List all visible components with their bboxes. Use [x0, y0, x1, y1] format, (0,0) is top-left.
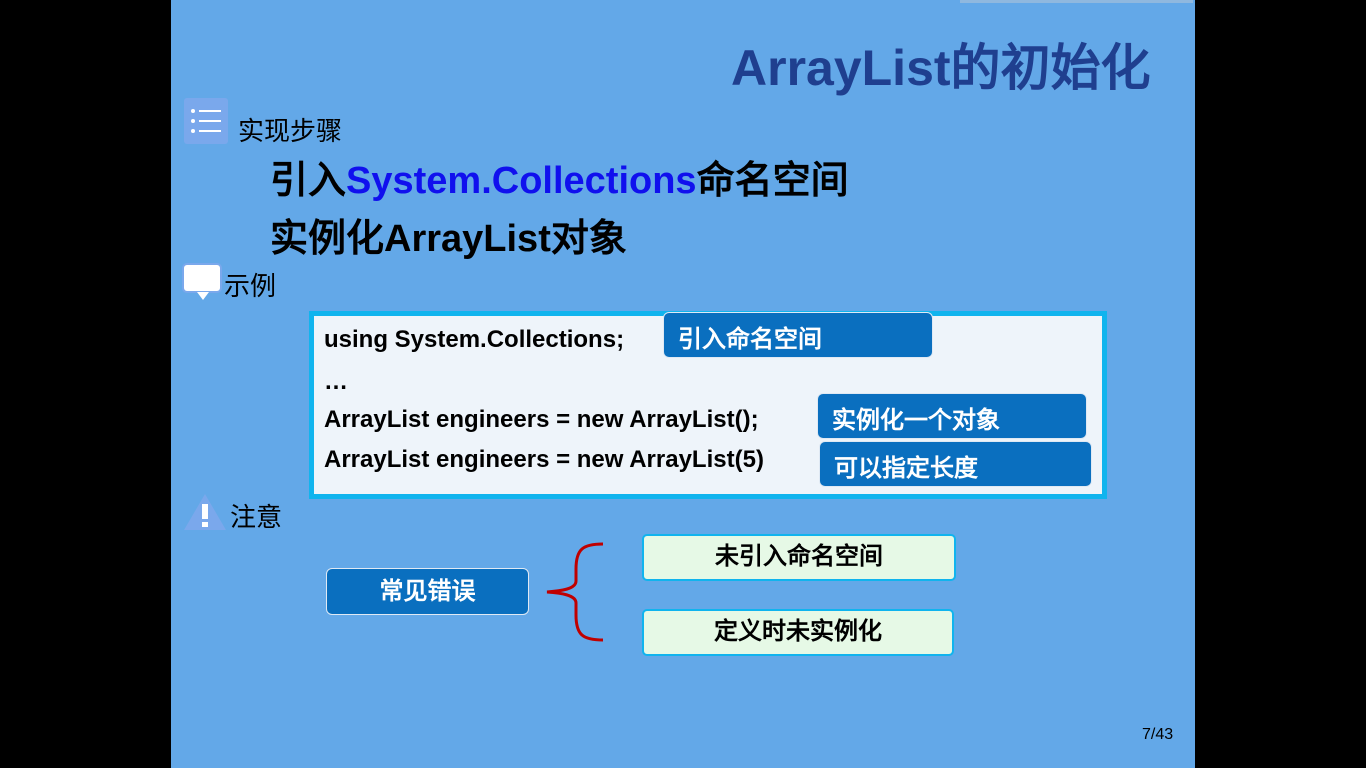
step-1: 引入System.Collections命名空间: [270, 149, 849, 204]
note-heading: 注意: [230, 502, 283, 532]
window-edge-strip: [960, 0, 1193, 3]
callout-specify-length: 可以指定长度: [819, 441, 1092, 487]
mistake-item-2: 定义时未实例化: [642, 609, 954, 656]
warning-icon: [182, 492, 228, 532]
code-line-4: ArrayList engineers = new ArrayList(5): [324, 446, 764, 473]
code-line-1: using System.Collections;: [324, 326, 625, 353]
common-mistakes-label: 常见错误: [326, 568, 529, 615]
steps-heading: 实现步骤: [238, 116, 343, 146]
slide-title: ArrayList的初始化: [731, 40, 1151, 96]
speech-bubble-icon: [181, 262, 225, 304]
slide: ArrayList的初始化 实现步骤 引入System.Collections命…: [171, 0, 1195, 768]
step-1-namespace: System.Collections: [346, 160, 697, 202]
step-1-prefix: 引入: [270, 160, 347, 202]
curly-brace: [546, 542, 604, 642]
mistake-item-1: 未引入命名空间: [642, 534, 956, 581]
callout-import-namespace: 引入命名空间: [663, 312, 933, 358]
step-1-suffix: 命名空间: [696, 160, 849, 202]
callout-instantiate-object: 实例化一个对象: [817, 393, 1087, 439]
step-2: 实例化ArrayList对象: [270, 218, 627, 260]
example-heading: 示例: [224, 271, 277, 301]
code-line-3: ArrayList engineers = new ArrayList();: [324, 406, 759, 433]
page-number: 7/43: [1142, 726, 1174, 743]
code-line-2: …: [324, 368, 348, 395]
list-icon: [184, 98, 228, 144]
